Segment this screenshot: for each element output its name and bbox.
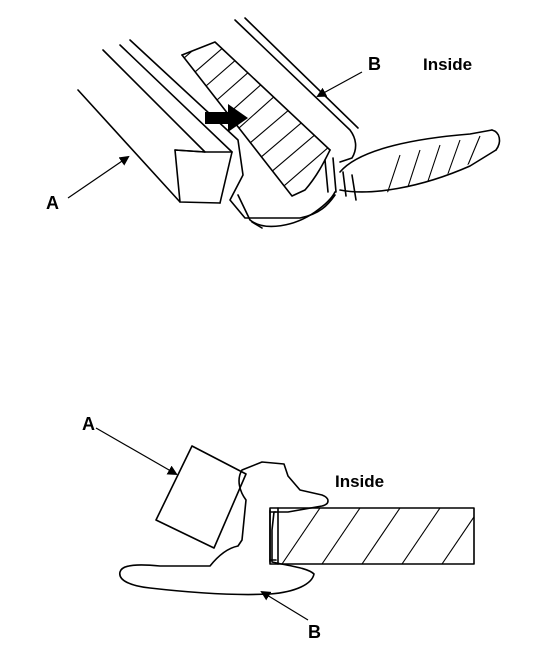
label-a-bottom: A (82, 414, 95, 434)
glass-section (269, 507, 475, 565)
glass-panel (339, 129, 501, 201)
label-b-bottom: B (308, 622, 321, 642)
leader-arrow-a-bottom (95, 427, 178, 475)
label-inside: Inside (423, 55, 472, 74)
label-a: A (46, 193, 59, 213)
weatherstrip-channel (129, 17, 359, 229)
bottom-view: A B Inside (82, 414, 475, 642)
top-view: A B Inside (46, 17, 501, 229)
tool-a-bar (77, 44, 233, 204)
label-b: B (368, 54, 381, 74)
leader-arrow-b (316, 71, 363, 97)
label-inside-bottom: Inside (335, 472, 384, 491)
insert-direction-arrow (205, 104, 248, 132)
tool-a-square (155, 445, 247, 549)
leader-arrow-a (67, 155, 130, 199)
weatherstrip-cross-section (119, 461, 329, 596)
leader-arrow-b-bottom (260, 590, 309, 621)
